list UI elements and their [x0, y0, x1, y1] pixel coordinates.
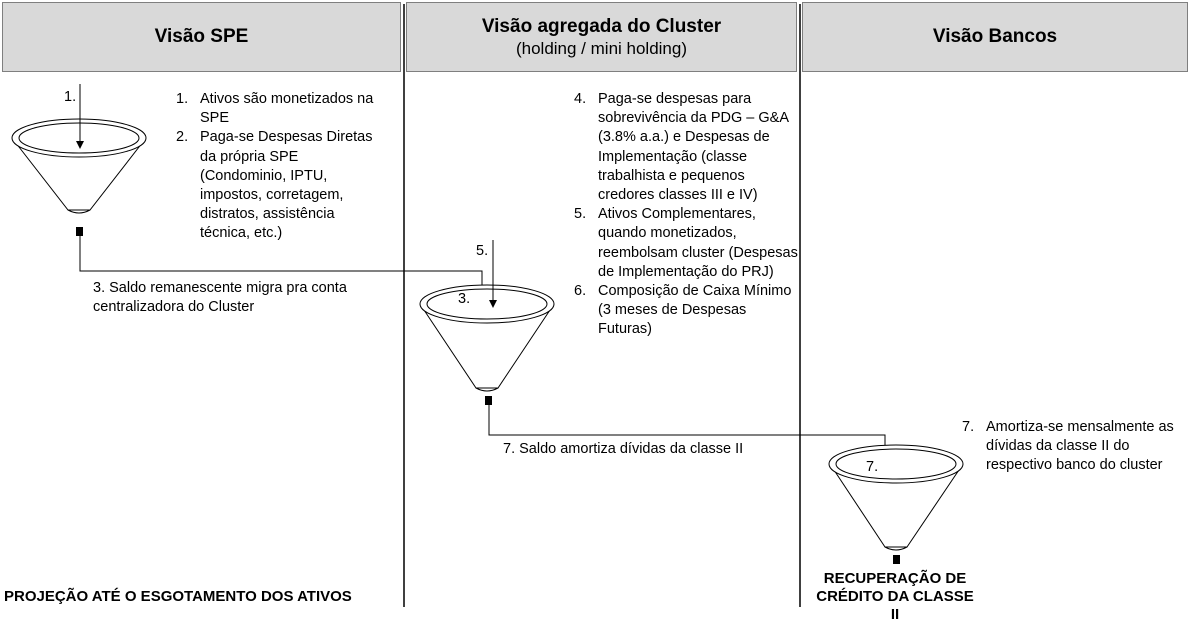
header-spe-title: Visão SPE	[154, 26, 249, 47]
cluster-step-text: Ativos Complementares, quando monetizado…	[598, 206, 798, 280]
funnel-spe	[11, 118, 147, 236]
spe-step-num: 1.	[176, 91, 189, 107]
spe-step-num: 2.	[176, 129, 189, 146]
spe-step-text: Paga-se Despesas Diretas da própria SPE …	[200, 129, 373, 242]
header-cluster: Visão agregada do Cluster (holding / min…	[406, 2, 797, 72]
flow-label-saldo-spe: 3. Saldo remanescente migra pra conta ce…	[93, 280, 347, 316]
header-cluster-subtitle: (holding / mini holding)	[515, 38, 688, 58]
cluster-step-text: Paga-se despesas para sobrevivência da P…	[598, 91, 789, 204]
funnel-spe-label-1: 1.	[64, 89, 77, 105]
cluster-step-num: 6.	[574, 283, 587, 300]
bancos-step-num: 7.	[962, 419, 975, 435]
header-bancos-title: Visão Bancos	[932, 26, 1058, 47]
footer-recuperacao: RECUPERAÇÃO DE CRÉDITO DA CLASSE II	[816, 570, 974, 623]
spe-steps: 1. Ativos são monetizados na SPE 2. Paga-s…	[176, 90, 388, 244]
cluster-step: 6. Composição de Caixa Mínimo (3 meses de…	[574, 282, 800, 340]
header-cluster-title: Visão agregada do Cluster	[481, 15, 722, 37]
flow-label-saldo-cluster: 7. Saldo amortiza dívidas da classe II	[503, 441, 744, 457]
spe-step: 2. Paga-se Despesas Diretas da própria SP…	[176, 128, 388, 243]
funnel-bancos-label-7: 7.	[866, 459, 879, 475]
funnel-cluster-label-3: 3.	[458, 291, 471, 307]
funnel-cluster	[419, 284, 555, 405]
bancos-step-text: Amortiza-se mensalmente as dívidas da cl…	[986, 419, 1174, 474]
cluster-steps: 4. Paga-se despesas para sobrevivência da…	[574, 90, 800, 340]
spe-step: 1. Ativos são monetizados na SPE	[176, 90, 388, 128]
bancos-step: 7. Amortiza-se mensalmente as dívidas da …	[962, 418, 1184, 476]
cluster-step-text: Composição de Caixa Mínimo (3 meses de D…	[598, 283, 792, 338]
funnel-bancos	[828, 444, 964, 564]
cluster-step-num: 5.	[574, 206, 587, 223]
flow-diagram	[11, 4, 964, 607]
funnel-cluster-label-5: 5.	[476, 243, 489, 259]
cluster-step: 5. Ativos Complementares, quando monetiza…	[574, 205, 800, 282]
cluster-step: 4. Paga-se despesas para sobrevivência da…	[574, 90, 800, 205]
cluster-step-num: 4.	[574, 91, 587, 107]
header-spe: Visão SPE	[2, 2, 401, 72]
footer-projecao: PROJEÇÃO ATÉ O ESGOTAMENTO DOS ATIVOS	[4, 588, 352, 605]
bancos-steps: 7. Amortiza-se mensalmente as dívidas da …	[962, 418, 1184, 476]
header-bancos: Visão Bancos	[802, 2, 1188, 72]
spe-step-text: Ativos são monetizados na SPE	[200, 91, 374, 127]
